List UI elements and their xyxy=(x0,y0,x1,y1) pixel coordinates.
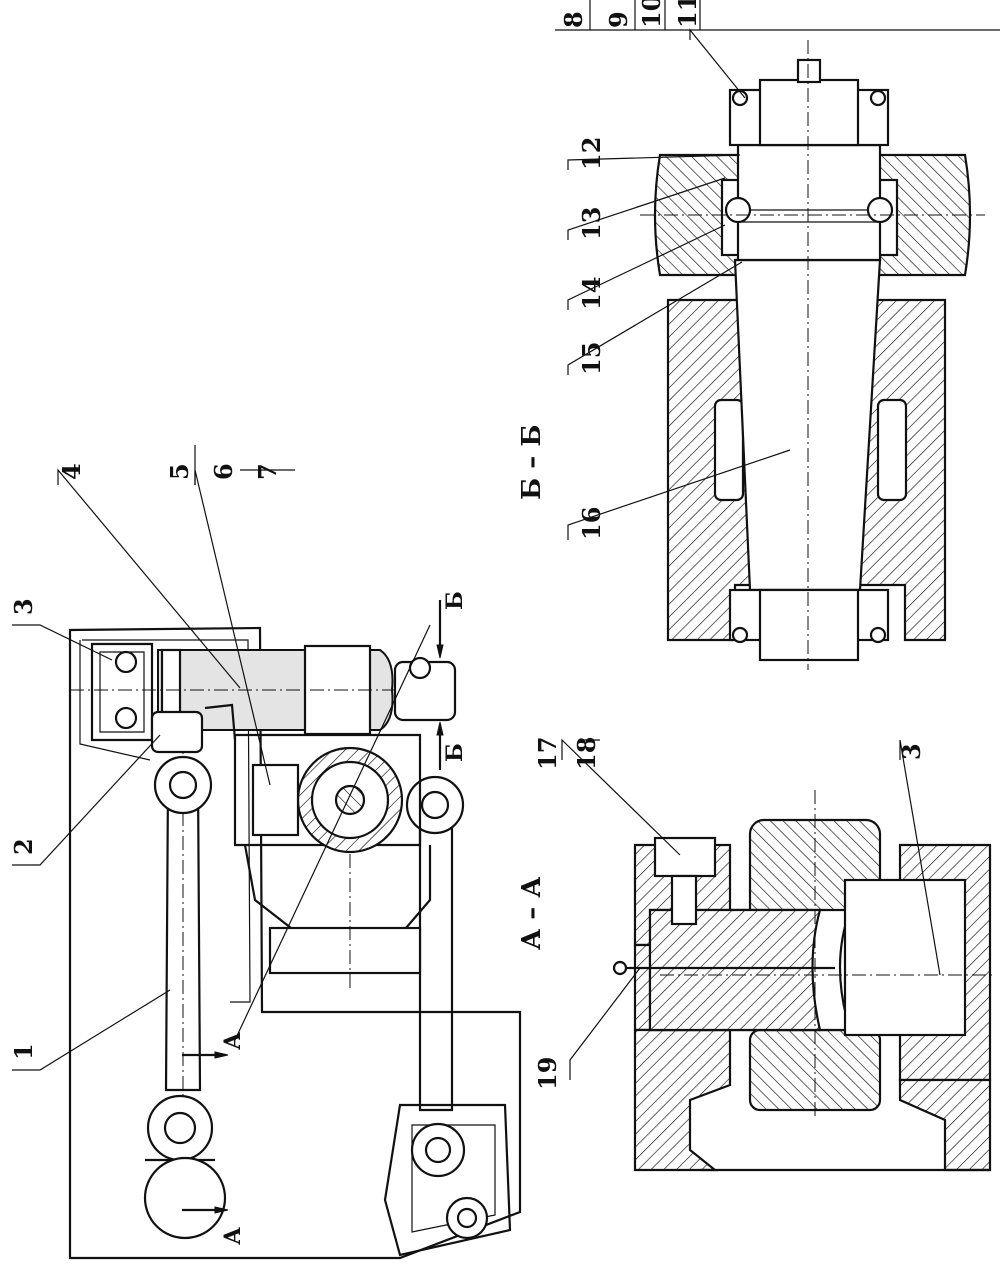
callout-9: 9 xyxy=(604,11,633,28)
callout-3-section: 3 xyxy=(897,743,926,760)
callout-4: 4 xyxy=(57,463,86,480)
view-label-aa: А – А xyxy=(517,877,547,950)
cut-label-b-bottom: Б xyxy=(442,743,468,762)
callout-5: 5 xyxy=(165,463,194,480)
callout-19: 19 xyxy=(533,1057,562,1090)
callout-11: 11 xyxy=(673,0,702,28)
callout-1: 1 xyxy=(9,1043,38,1060)
cut-label-b-top: Б xyxy=(442,591,468,610)
callout-17: 17 xyxy=(533,737,562,770)
callout-15: 15 xyxy=(577,342,606,375)
callout-10: 10 xyxy=(637,0,666,28)
callout-3: 3 xyxy=(9,598,38,615)
cut-label-a-top: А xyxy=(220,1032,246,1050)
callout-16: 16 xyxy=(577,507,606,540)
leader-lines xyxy=(12,0,1000,1080)
callout-14: 14 xyxy=(577,277,606,310)
cut-label-a-bottom: А xyxy=(220,1227,246,1245)
callout-2: 2 xyxy=(9,838,38,855)
labels: 1 2 3 4 5 6 7 А – А А А Б Б 17 18 19 3 Б… xyxy=(9,0,926,1245)
callout-7: 7 xyxy=(253,463,282,480)
callout-13: 13 xyxy=(577,207,606,240)
view-label-bb: Б – Б xyxy=(517,424,547,500)
callout-6: 6 xyxy=(209,463,238,480)
callout-18: 18 xyxy=(572,737,601,770)
section-bb-view xyxy=(640,40,985,670)
section-aa-view xyxy=(612,790,995,1172)
callout-8: 8 xyxy=(559,11,588,28)
main-assembly-view xyxy=(68,600,522,1260)
callout-12: 12 xyxy=(577,137,606,170)
